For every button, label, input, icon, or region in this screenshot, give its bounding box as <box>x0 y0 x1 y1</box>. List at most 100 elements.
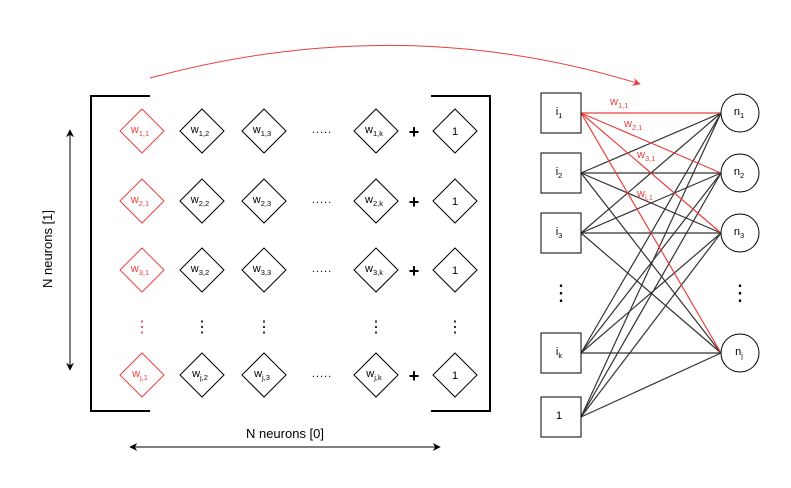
output-neuron-label: nj <box>735 346 743 360</box>
output-neuron-circle <box>720 93 760 133</box>
input-vertical-ellipsis: ⋮ <box>550 280 572 305</box>
bias-label: 1 <box>452 265 458 277</box>
matrix-cell: wj,1 <box>119 352 165 398</box>
matrix-cell-diamond <box>241 352 287 398</box>
matrix-right-bracket <box>431 95 491 412</box>
input-node-box <box>540 396 582 438</box>
input-node-label: 1 <box>556 410 562 422</box>
highlighted-edge <box>580 112 722 174</box>
weight-label: w3,1 <box>636 149 655 163</box>
matrix-cell-diamond <box>241 108 287 154</box>
column-vertical-ellipsis: ⋮ <box>368 319 384 336</box>
matrix-cell: wj,k <box>353 352 399 398</box>
matrix-cell-label: w3,1 <box>130 263 149 277</box>
input-node-label: ik <box>556 346 562 360</box>
weight-matrix: w1,1 w1,2 w1,3 w1,k..... +1 w2,1 w2,2 w2,3 w2,k.… <box>119 108 478 398</box>
matrix-cell: w2,1 <box>119 178 165 224</box>
mapping-arrow <box>149 44 641 86</box>
bias-diamond <box>432 178 478 224</box>
matrix-cell: w2,k <box>353 178 399 224</box>
bias-label: 1 <box>452 196 458 208</box>
matrix-cell-diamond <box>119 178 165 224</box>
weight-label: wj,1 <box>636 188 653 202</box>
matrix-cell-label: w1,1 <box>130 124 149 138</box>
matrix-cell-label: wj,2 <box>191 368 208 382</box>
matrix-cell: w1,3 <box>241 108 287 154</box>
output-neuron-circle <box>720 153 760 193</box>
column-vertical-ellipsis: ⋮ <box>194 319 210 336</box>
bias-cell: 1 <box>432 108 478 154</box>
bias-cell: 1 <box>432 178 478 224</box>
input-node-label: i3 <box>556 226 563 240</box>
plus-sign: + <box>409 261 420 281</box>
matrix-cell-diamond <box>353 178 399 224</box>
matrix-cell: w1,1 <box>119 108 165 154</box>
matrix-cell: w3,1 <box>119 247 165 293</box>
matrix-cell: w3,3 <box>241 247 287 293</box>
input-node-box <box>540 332 582 374</box>
matrix-cell-label: wj,1 <box>131 368 148 382</box>
bias-label: 1 <box>452 370 458 382</box>
matrix-cell-label: w3,2 <box>190 263 209 277</box>
input-node-label: i2 <box>556 166 563 180</box>
matrix-cell: wj,2 <box>179 352 225 398</box>
matrix-cell-label: w2,3 <box>252 194 271 208</box>
output-neuron-label: n2 <box>734 166 744 180</box>
matrix-cell-diamond <box>179 247 225 293</box>
matrix-cell: w2,3 <box>241 178 287 224</box>
bias-diamond <box>432 108 478 154</box>
matrix-cell: w3,2 <box>179 247 225 293</box>
output-neuron: nj <box>720 333 760 373</box>
matrix-cell-label: w1,3 <box>252 124 271 138</box>
weight-label: w1,1 <box>609 96 628 110</box>
connection-edge <box>580 172 722 418</box>
input-node-box <box>540 152 582 194</box>
matrix-cell-label: w2,1 <box>130 194 149 208</box>
input-node: i2 <box>540 152 582 194</box>
output-neuron-circle <box>720 333 760 373</box>
matrix-cell-label: w1,2 <box>190 124 209 138</box>
horizontal-axis-label: N neurons [0] <box>246 426 324 441</box>
input-node-box <box>540 92 582 134</box>
column-vertical-ellipsis: ⋮ <box>256 319 272 336</box>
bias-label: 1 <box>452 126 458 138</box>
vertical-axis-label: N neurons [1] <box>40 210 55 288</box>
matrix-cell-diamond <box>119 352 165 398</box>
plus-sign: + <box>409 122 420 142</box>
network-edges <box>580 112 722 418</box>
connection-edge <box>580 172 722 234</box>
output-neuron: n3 <box>720 213 760 253</box>
matrix-cell: w1,k <box>353 108 399 154</box>
matrix-cell: wj,3 <box>241 352 287 398</box>
input-node-label: i1 <box>556 106 563 120</box>
input-node: 1 <box>540 396 582 438</box>
matrix-cell: w1,2 <box>179 108 225 154</box>
row-ellipsis: ..... <box>312 368 332 380</box>
matrix-cell-label: wj,3 <box>253 368 270 382</box>
connection-edge <box>580 232 722 354</box>
input-node: i1 <box>540 92 582 134</box>
input-node-box <box>540 212 582 254</box>
plus-sign: + <box>409 366 420 386</box>
row-ellipsis: ..... <box>312 124 332 136</box>
bias-diamond <box>432 352 478 398</box>
matrix-cell-label: w3,k <box>364 263 383 277</box>
matrix-left-bracket <box>90 95 150 412</box>
matrix-cell-label: w2,k <box>364 194 383 208</box>
matrix-cell-label: wj,k <box>365 368 382 382</box>
connection-edge <box>580 352 722 418</box>
column-vertical-ellipsis: ⋮ <box>447 319 463 336</box>
row-ellipsis: ..... <box>312 194 332 206</box>
output-vertical-ellipsis: ⋮ <box>729 280 751 305</box>
output-neuron-circle <box>720 213 760 253</box>
matrix-cell-label: w2,2 <box>190 194 209 208</box>
connection-edge <box>580 172 722 354</box>
weight-label: w2,1 <box>623 118 642 132</box>
matrix-cell-diamond <box>241 247 287 293</box>
connection-edge <box>580 232 722 418</box>
matrix-cell-diamond <box>353 108 399 154</box>
output-neuron-label: n3 <box>734 226 744 240</box>
matrix-cell: w3,k <box>353 247 399 293</box>
weight-labels: w1,1 w2,1 w3,1 wj,1 <box>609 96 655 202</box>
